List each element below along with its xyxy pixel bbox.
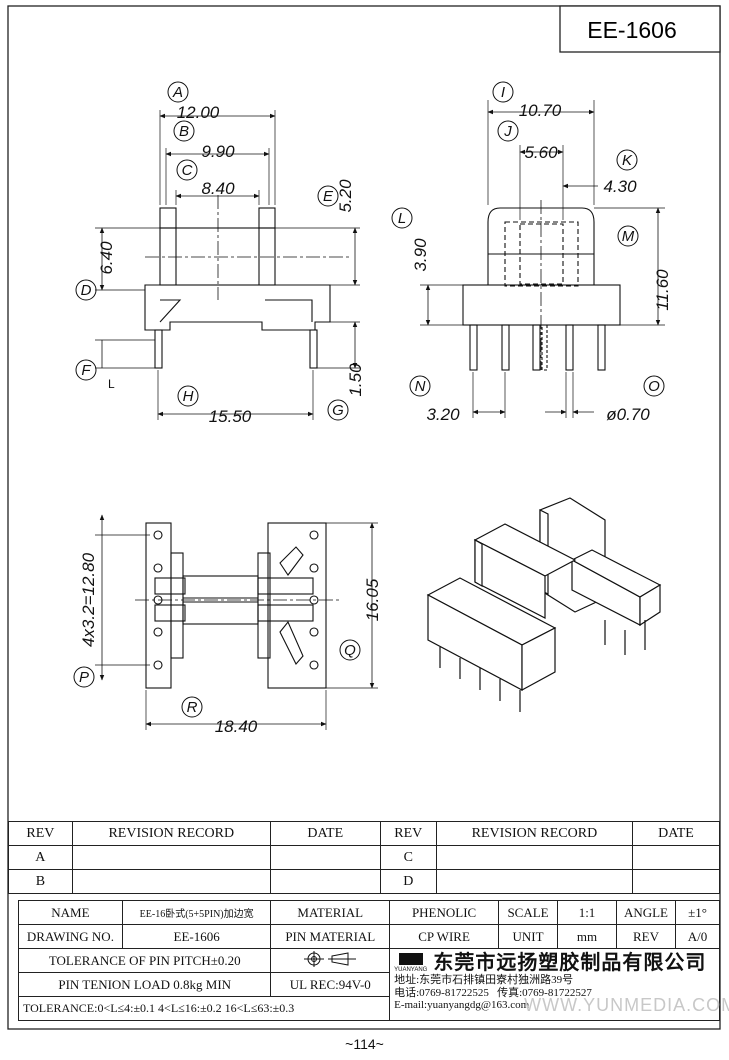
- dim-j-value: 5.60: [524, 143, 558, 162]
- label-c: C: [182, 162, 193, 179]
- bottom-view: [135, 522, 340, 689]
- drawing-title: EE-1606: [587, 17, 677, 43]
- page-number: ~114~: [345, 1036, 384, 1052]
- dim-l-value: 3.90: [411, 238, 430, 272]
- watermark: WWW.YUNMEDIA.COM: [524, 995, 729, 1016]
- dim-a-value: 12.00: [177, 103, 220, 122]
- label-o: O: [648, 378, 660, 395]
- label-i: I: [501, 84, 505, 101]
- drawing-no-value: EE-1606: [121, 924, 272, 949]
- rev-header-2: REV: [379, 821, 437, 846]
- isometric-view: [426, 497, 662, 712]
- company-name: 东莞市远扬塑胶制品有限公司: [433, 950, 707, 974]
- revision-record-header: REVISION RECORD: [71, 821, 271, 846]
- revision-header-row: REV REVISION RECORD DATE REV REVISION RE…: [8, 821, 721, 846]
- label-q: Q: [344, 642, 356, 659]
- dim-b-value: 9.90: [201, 142, 235, 161]
- name-value: EE-16卧式(5+5PIN)加边宽: [121, 900, 272, 925]
- date-header: DATE: [269, 821, 381, 846]
- revision-row: A C: [8, 845, 721, 870]
- label-l: L: [398, 210, 406, 227]
- company-email: E-mail:yuanyangdg@163.com: [394, 999, 530, 1012]
- pin-material-value: CP WIRE: [389, 924, 500, 949]
- rev-header: REV: [8, 821, 73, 846]
- tolerance-symbols: [270, 948, 391, 973]
- general-tolerance: TOLERANCE:0<L≤4:±0.1 4<L≤16:±0.2 16<L≤63…: [17, 996, 391, 1021]
- revision-table: REV REVISION RECORD DATE REV REVISION RE…: [8, 821, 721, 894]
- revision-record-header-2: REVISION RECORD: [435, 821, 633, 846]
- company-address: 地址:东莞市石排镇田寮村独洲路39号: [394, 974, 574, 986]
- dim-e-value: 5.20: [336, 179, 355, 213]
- dim-r-value: 18.40: [215, 717, 258, 736]
- rev-cell: B: [8, 869, 73, 894]
- dim-k-value: 4.30: [603, 177, 637, 196]
- drawing-no-label: DRAWING NO.: [18, 924, 123, 949]
- side-view-dimensions: [420, 100, 665, 418]
- label-b: B: [179, 123, 189, 140]
- label-p: P: [79, 669, 89, 686]
- label-r: R: [187, 699, 198, 716]
- company-fax: 传真:0769-81722527: [497, 986, 592, 999]
- unit-value: mm: [557, 924, 617, 949]
- label-a: A: [172, 84, 183, 101]
- label-m: M: [622, 228, 635, 245]
- pin-tension: PIN TENION LOAD 0.8kg MIN: [17, 972, 272, 997]
- yuanyang-logo-icon: [398, 953, 423, 966]
- dim-i-value: 10.70: [519, 101, 562, 120]
- dim-q-value: 16.05: [363, 578, 382, 621]
- dim-d-value: 6.40: [97, 241, 116, 275]
- pin-material-label: PIN MATERIAL: [270, 924, 391, 949]
- label-e: E: [323, 188, 334, 205]
- rev-cell: A: [8, 845, 73, 870]
- label-h: H: [183, 388, 194, 405]
- dim-c-value: 8.40: [201, 179, 235, 198]
- company-phone: 电话:0769-81722525: [394, 986, 489, 999]
- dim-f-value: L: [108, 377, 115, 391]
- title-box: [559, 5, 721, 53]
- rev-cell: D: [379, 869, 437, 894]
- label-g: G: [332, 402, 344, 419]
- material-value: PHENOLIC: [389, 900, 500, 925]
- angle-value: ±1°: [674, 900, 721, 925]
- rev-value: A/0: [674, 924, 721, 949]
- label-k: K: [622, 152, 633, 169]
- dim-n-value: 3.20: [426, 405, 460, 424]
- sheet-border: [7, 5, 721, 1030]
- material-label: MATERIAL: [270, 900, 391, 925]
- dim-m-value: 11.60: [653, 269, 672, 311]
- dim-g-value: 1.50: [346, 363, 365, 397]
- label-j: J: [503, 123, 512, 140]
- label-f: F: [81, 362, 91, 379]
- scale-label: SCALE: [498, 900, 559, 925]
- unit-label: UNIT: [498, 924, 559, 949]
- name-label: NAME: [18, 900, 123, 925]
- rev-label: REV: [615, 924, 676, 949]
- dim-o-value: ø0.70: [606, 405, 650, 424]
- label-n: N: [415, 378, 426, 395]
- dim-p-value: 4x3.2=12.80: [79, 552, 98, 647]
- scale-value: 1:1: [557, 900, 617, 925]
- dimension-labels: [73, 81, 665, 718]
- dim-h-value: 15.50: [209, 407, 252, 426]
- front-view-dimensions: [95, 110, 360, 420]
- pin-pitch-tolerance: TOLERANCE OF PIN PITCH±0.20: [17, 948, 272, 973]
- front-view: [144, 195, 350, 369]
- date-header-2: DATE: [631, 821, 721, 846]
- company-block: YUANYANG 东莞市远扬塑胶制品有限公司 地址:东莞市石排镇田寮村独洲路39…: [389, 948, 729, 1021]
- bottom-view-dimensions: [95, 514, 378, 730]
- title-block: NAME EE-16卧式(5+5PIN)加边宽 MATERIAL PHENOLI…: [17, 900, 729, 1021]
- angle-label: ANGLE: [615, 900, 676, 925]
- company-logo: YUANYANG: [394, 951, 427, 974]
- ul-rating: UL REC:94V-0: [270, 972, 391, 997]
- revision-row: B D: [8, 869, 721, 894]
- rev-cell: C: [379, 845, 437, 870]
- side-view: [462, 200, 621, 371]
- projection-symbol-icon: [304, 950, 357, 967]
- label-d: D: [81, 282, 92, 299]
